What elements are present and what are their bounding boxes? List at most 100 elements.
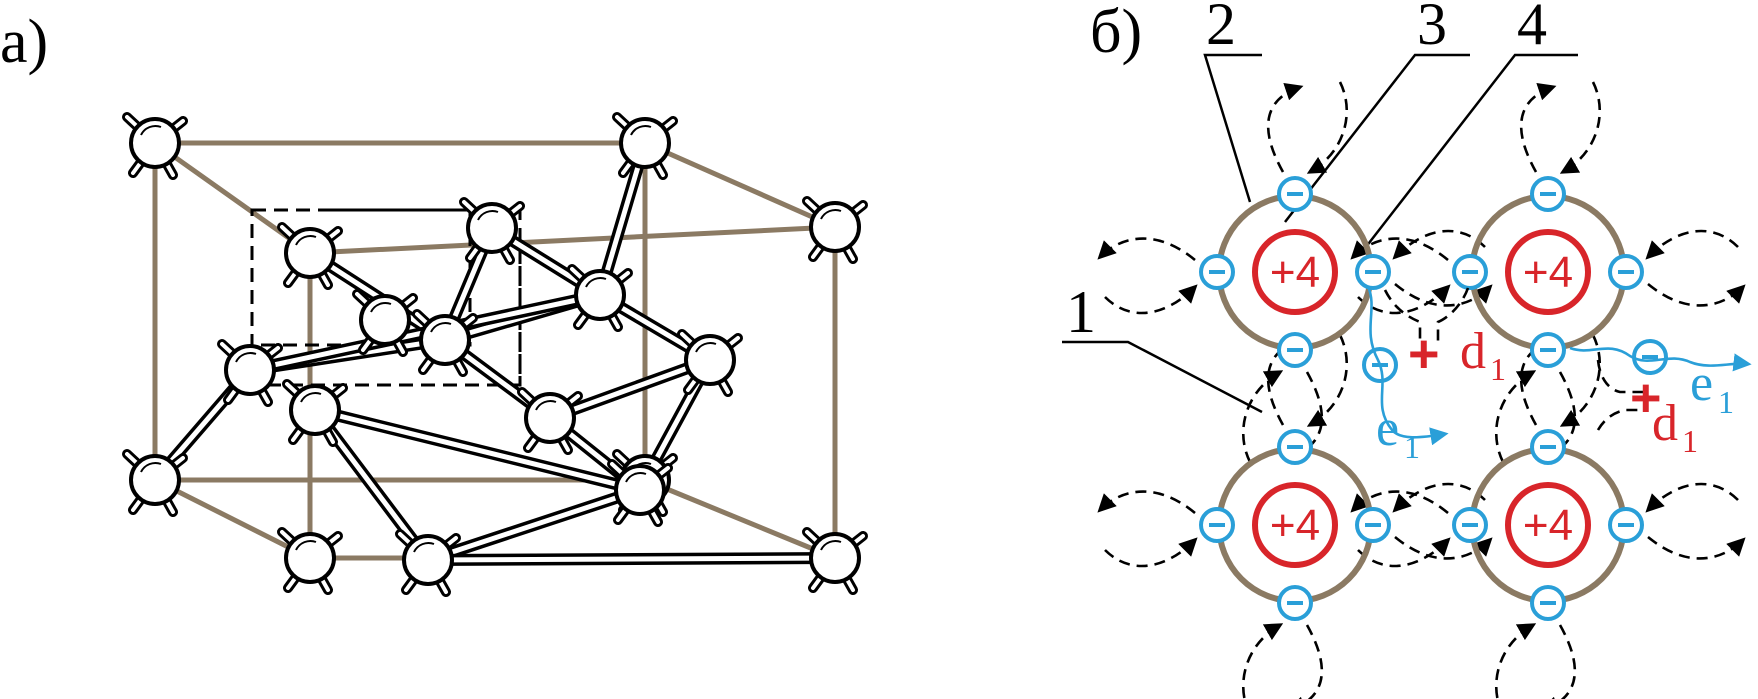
atom-highlight <box>295 234 317 246</box>
electron-13 <box>1530 429 1566 465</box>
atom-highlight <box>535 399 557 411</box>
atom-1 <box>122 112 188 180</box>
atom-7 <box>802 527 868 595</box>
svg-text:d: d <box>1652 395 1678 452</box>
ion-charge-label: +4 <box>1270 248 1320 297</box>
atom-highlight <box>477 209 499 221</box>
ion-core <box>1505 482 1591 568</box>
bond-arc-10 <box>1559 81 1601 174</box>
svg-text:1: 1 <box>1682 423 1698 459</box>
bond-arc-1 <box>1266 82 1304 173</box>
electron-2 <box>1277 332 1313 368</box>
hole-sign-1: + <box>1408 324 1440 384</box>
free-electron-paths <box>1366 285 1752 446</box>
ion-charge-label: +4 <box>1523 501 1573 550</box>
atom-highlight <box>585 276 607 288</box>
atom-highlight <box>370 301 392 313</box>
donor-label-2: + d 1 <box>1630 368 1698 459</box>
electron-16 <box>1608 507 1644 543</box>
callout-4: 4 <box>1517 0 1547 57</box>
electron-4 <box>1355 254 1391 290</box>
atom-highlight <box>625 471 647 483</box>
free-electron-label-1: e 1 <box>1376 400 1420 465</box>
atom-highlight <box>140 124 162 136</box>
callout-1-leader <box>1062 340 1263 414</box>
atom-shell-4: +4 <box>1469 446 1627 604</box>
cell-edge-4 <box>309 224 836 256</box>
atom-shell-2: +4 <box>1469 193 1627 351</box>
free-electron-path-1 <box>1366 285 1449 446</box>
atom-highlight <box>695 341 717 353</box>
cell-edge-10 <box>644 477 836 561</box>
atom-3 <box>802 196 868 264</box>
atom-shells: +4+4+4+4 <box>1216 193 1627 604</box>
svg-text:1: 1 <box>1718 384 1734 420</box>
electron-11 <box>1199 507 1235 543</box>
callout-leaders <box>1062 53 1578 414</box>
bond-arc-29 <box>1350 490 1449 515</box>
callout-1: 1 <box>1066 279 1096 345</box>
cell-edge-2 <box>643 140 837 230</box>
bond-arc-15 <box>1647 282 1746 307</box>
svg-text:e: e <box>1376 400 1399 457</box>
bond-arc-7 <box>1394 282 1493 307</box>
electron-15 <box>1452 507 1488 543</box>
bond-arc-5 <box>1097 237 1196 262</box>
electron-8 <box>1608 254 1644 290</box>
atom-highlight <box>413 541 435 553</box>
ion-core <box>1252 482 1338 568</box>
atom-10 <box>567 264 633 332</box>
donor-bond-breaks <box>1383 287 1648 431</box>
atom-highlight <box>300 391 322 403</box>
atom-9 <box>459 197 525 265</box>
bond-arc-20 <box>1242 623 1284 699</box>
atoms <box>122 112 868 597</box>
electron-12 <box>1355 507 1391 543</box>
atom-17 <box>607 459 673 527</box>
bond-arc-19 <box>1286 624 1324 699</box>
donor-break-2 <box>1596 359 1648 394</box>
atom-highlight <box>295 539 317 551</box>
atom-highlight <box>630 124 652 136</box>
electron-5 <box>1530 176 1566 212</box>
electron-9 <box>1277 429 1313 465</box>
bond-arc-22 <box>1104 537 1198 568</box>
bond-arc-18 <box>1306 334 1348 427</box>
callout-2-leader <box>1203 53 1262 203</box>
bond-core-15 <box>425 555 838 563</box>
svg-text:1: 1 <box>1404 429 1420 465</box>
bond-core-4 <box>597 140 648 298</box>
atom-16 <box>677 329 743 397</box>
electron-1 <box>1277 176 1313 212</box>
ion-core <box>1505 229 1591 315</box>
atom-12 <box>412 309 478 377</box>
electron-6 <box>1530 332 1566 368</box>
bond-arc-9 <box>1519 82 1557 173</box>
free-electron-path-2 <box>1569 346 1752 372</box>
bond-arc-27 <box>1539 624 1577 699</box>
ion-charge-label: +4 <box>1523 248 1573 297</box>
bond-arc-26 <box>1559 334 1601 427</box>
atom-14 <box>282 379 348 447</box>
atom-4 <box>277 222 343 290</box>
atom-highlight <box>820 208 842 220</box>
donor-break-1b <box>1436 287 1470 345</box>
unit-cell-edges <box>152 140 838 561</box>
bond-arc-12 <box>1495 370 1537 463</box>
atom-18 <box>395 529 461 597</box>
bond-arc-13 <box>1350 237 1449 262</box>
bond-arc-31 <box>1647 535 1746 560</box>
donor-label-1: + d 1 <box>1408 323 1506 387</box>
atom-highlight <box>820 539 842 551</box>
panel-b-label: б) <box>1090 0 1142 66</box>
callout-4-leader <box>1361 53 1578 253</box>
donor-break-2b <box>1596 408 1648 431</box>
atom-highlight <box>430 321 452 333</box>
bond-arc-21 <box>1097 490 1196 515</box>
callout-3: 3 <box>1417 0 1447 57</box>
hole-sign-2: + <box>1630 368 1662 428</box>
atom-11 <box>352 289 418 357</box>
cell-edge-11 <box>153 477 312 561</box>
bond-core-10 <box>312 407 643 493</box>
